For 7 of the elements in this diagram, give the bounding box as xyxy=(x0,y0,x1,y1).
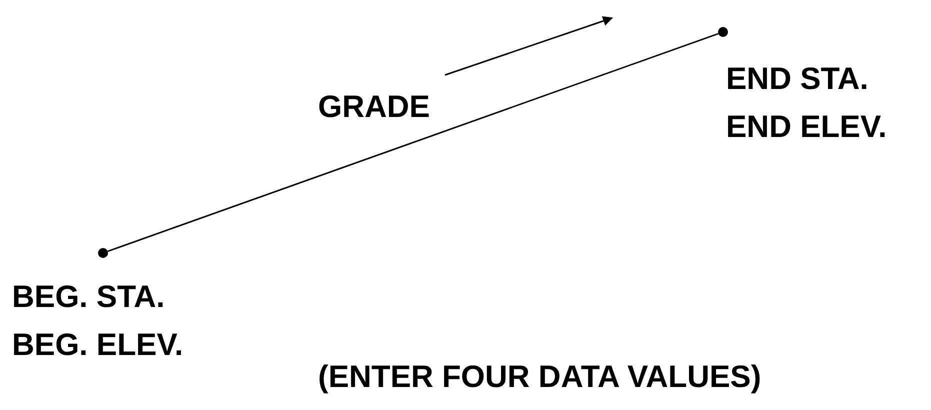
grade-label: GRADE xyxy=(318,88,430,126)
point-label: END ELEV. xyxy=(726,108,887,146)
point-label: BEG. STA. xyxy=(12,278,166,316)
point-label: END STA. xyxy=(726,60,870,98)
point-label: BEG. ELEV. xyxy=(12,326,184,364)
connector-line xyxy=(107,32,719,252)
instruction-note: (ENTER FOUR DATA VALUES) xyxy=(318,358,762,396)
